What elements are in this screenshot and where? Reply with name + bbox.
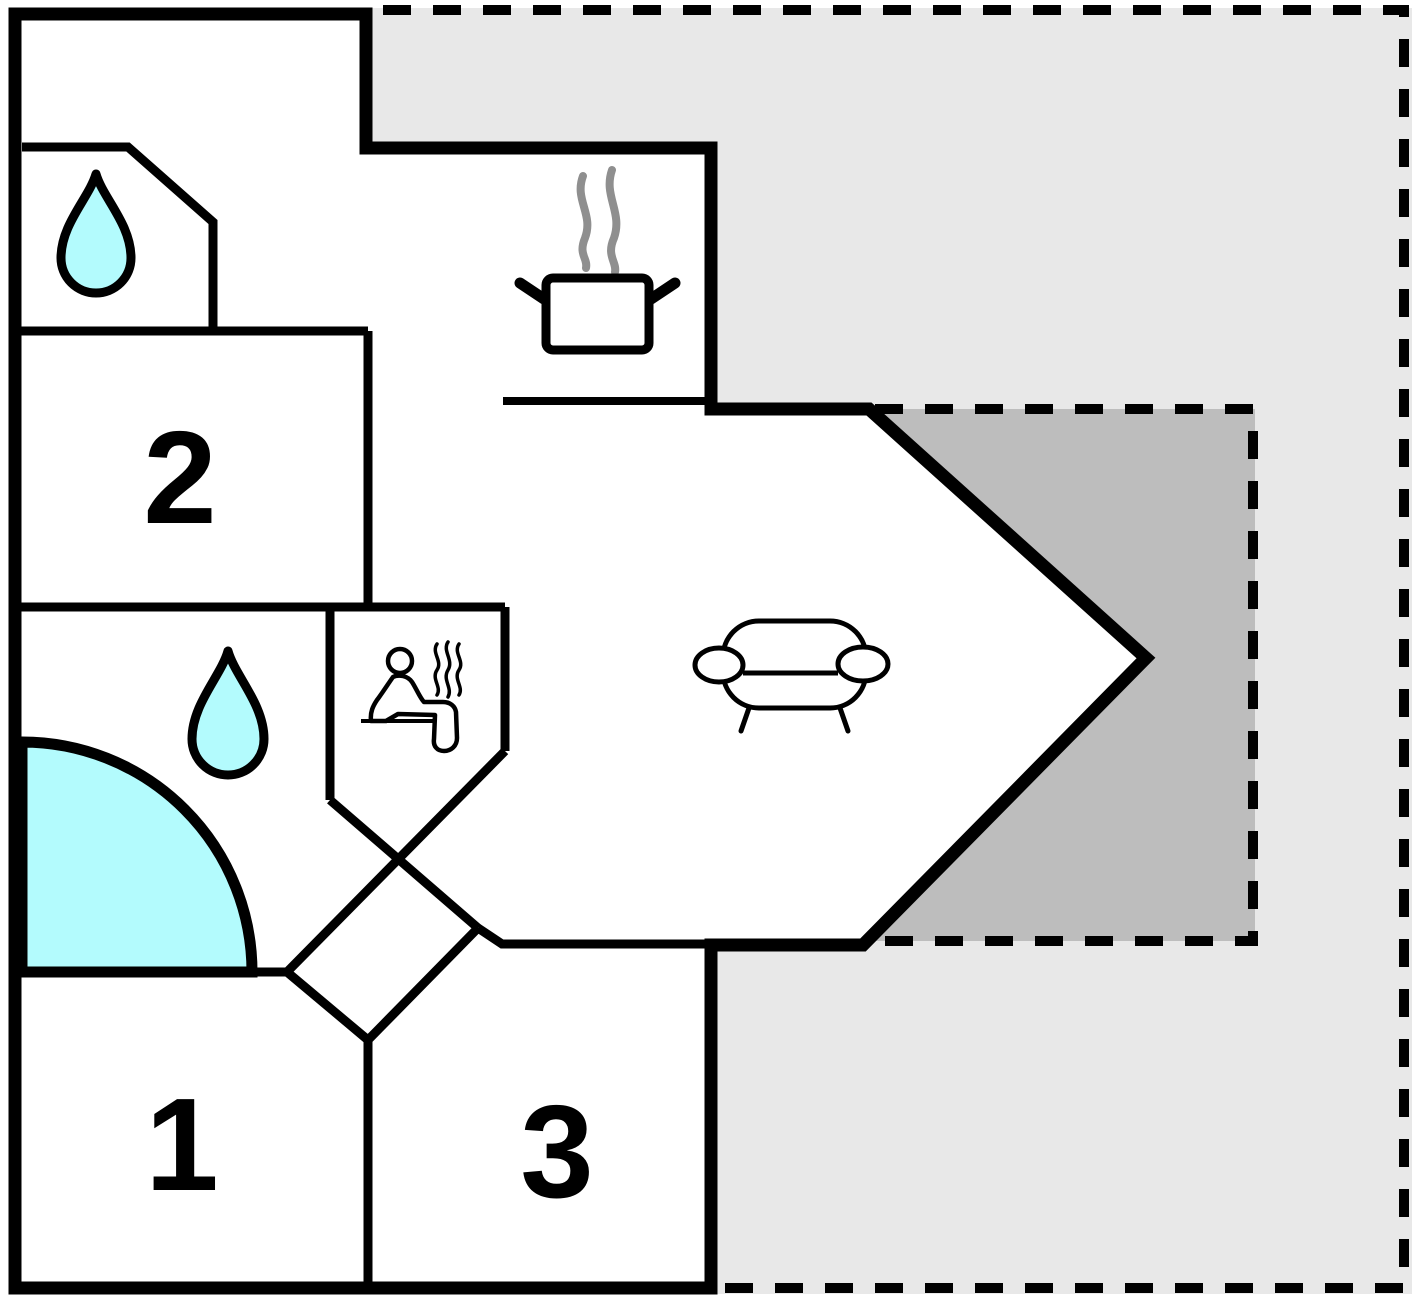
- hall-diamond-wall-right: [364, 924, 482, 1044]
- water-drop-icon-bathroom1-shape: [56, 169, 136, 298]
- sauna-diagonal-wall-left: [327, 796, 481, 932]
- hall-diamond-wall-left: [284, 968, 371, 1044]
- sofa-icon: [692, 618, 891, 734]
- shower-arc-icon-shape: [16, 736, 258, 978]
- sofa-icon-shape: [835, 644, 891, 684]
- sauna-person-icon-shape: [455, 642, 463, 697]
- water-drop-icon-bathroom2: [187, 646, 269, 780]
- cooking-pot-icon-shape: [645, 277, 681, 305]
- sauna-person-icon-shape: [385, 646, 415, 676]
- terrace-inner-dashed-border: [869, 404, 1258, 946]
- sofa-icon-shape: [738, 705, 752, 734]
- room-label-bedroom-1: 1: [145, 1071, 218, 1218]
- bedroom3-top-wall: [475, 924, 711, 949]
- sauna-person-icon-shape: [368, 673, 460, 754]
- cooking-pot-icon-shape: [541, 273, 654, 355]
- sauna-person-icon-shape: [444, 640, 452, 699]
- water-drop-icon-bathroom2-shape: [187, 646, 269, 780]
- cooking-pot-icon-shape: [605, 166, 621, 276]
- cooking-pot-icon-shape: [514, 277, 550, 305]
- room-label-bedroom-3: 3: [520, 1078, 593, 1225]
- sauna-diagonal-wall-right: [283, 747, 509, 976]
- terrace-outer-dashed-border: [383, 5, 1409, 1293]
- water-drop-icon-bathroom1: [56, 169, 136, 298]
- sauna-person-icon-shape: [433, 642, 441, 697]
- sofa-icon-shape: [837, 705, 851, 734]
- room-label-bedroom-2: 2: [143, 404, 216, 551]
- sauna-person-icon: [361, 640, 463, 754]
- shower-arc-icon: [16, 736, 258, 978]
- room-labels: 2 1 3: [143, 404, 593, 1225]
- cooking-pot-icon-shape: [576, 172, 592, 272]
- bathroom1-walls: [22, 142, 218, 331]
- sofa-icon-shape: [692, 645, 746, 685]
- cooking-pot-icon: [514, 166, 681, 355]
